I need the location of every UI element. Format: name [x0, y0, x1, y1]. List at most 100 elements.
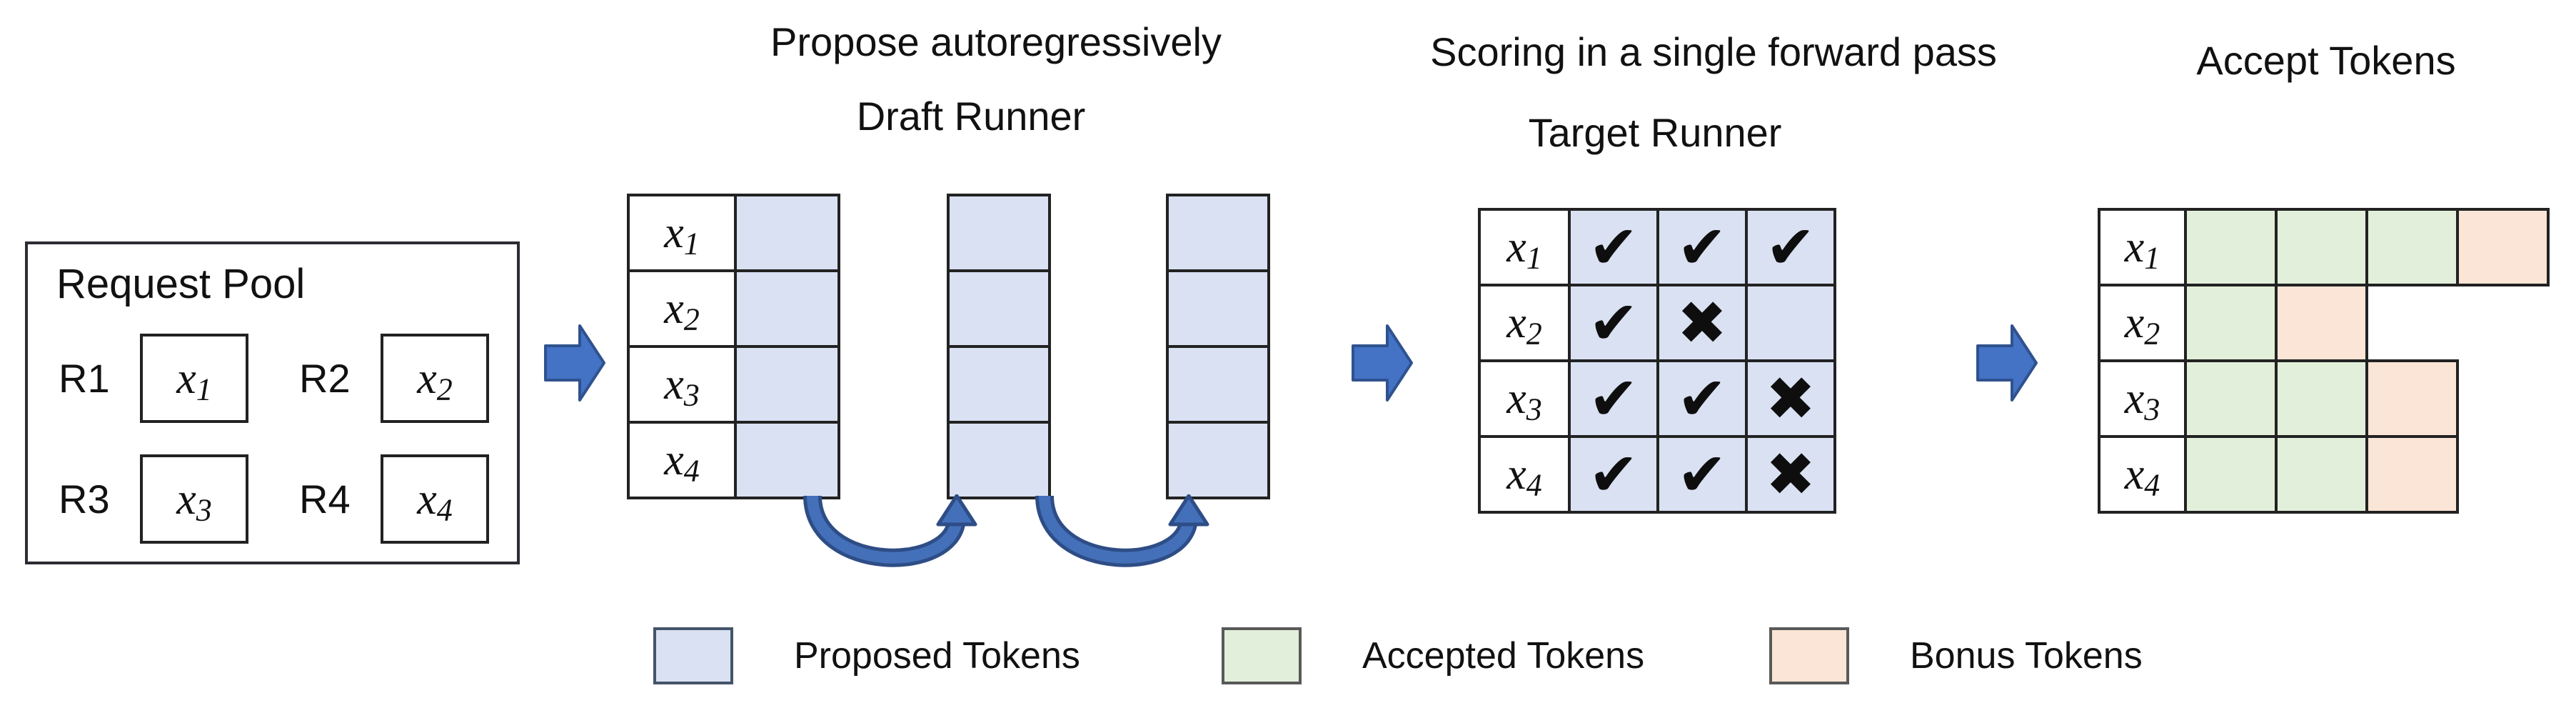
proposed-token-cell — [734, 421, 840, 499]
score-cell — [1745, 284, 1836, 362]
legend-item-accepted: Accepted Tokens — [1222, 627, 1644, 684]
accept-cell — [2456, 208, 2550, 286]
score-symbol: ✔ — [1676, 364, 1728, 434]
token-label: x1 — [176, 354, 212, 407]
proposed-swatch-icon — [653, 627, 733, 684]
accept-cell — [2184, 208, 2278, 286]
score-cell: ✖ — [1745, 359, 1836, 438]
title-accept-tokens: Accept Tokens — [2196, 38, 2456, 83]
proposed-token-cell — [1166, 345, 1270, 424]
request-id: R1 — [59, 356, 110, 401]
score-symbol: ✔ — [1676, 212, 1728, 282]
table-row: x3 ✔ ✔ ✖ — [1478, 359, 1836, 438]
token-box: x3 — [140, 454, 248, 544]
table-row: x3 — [2098, 359, 2550, 438]
table-row: x1 — [627, 194, 840, 272]
row-label-cell: x1 — [627, 194, 737, 272]
row-label-cell: x1 — [1478, 208, 1571, 286]
request-id: R2 — [299, 356, 351, 401]
score-symbol: ✔ — [1765, 212, 1816, 282]
accept-cell — [2365, 435, 2459, 514]
request-id: R4 — [299, 477, 351, 522]
table-row: x2 ✔ ✖ — [1478, 284, 1836, 362]
target-runner-table: x1 ✔ ✔ ✔ x2 ✔ ✖ x3 ✔ ✔ ✖ x4 ✔ ✔ ✖ — [1478, 208, 1836, 514]
legend-label: Accepted Tokens — [1362, 635, 1645, 677]
table-row: x4 — [627, 421, 840, 499]
token-label: x2 — [417, 354, 453, 407]
token-label: x3 — [176, 474, 212, 528]
draft-table-2 — [947, 194, 1051, 499]
score-cell: ✔ — [1656, 435, 1748, 514]
row-label-cell: x3 — [627, 345, 737, 424]
token-label: x4 — [417, 474, 453, 528]
row-label-cell: x4 — [2098, 435, 2187, 514]
accept-cell — [2275, 284, 2368, 362]
score-cell: ✖ — [1656, 284, 1748, 362]
proposed-token-cell — [1166, 194, 1270, 272]
legend-label: Bonus Tokens — [1910, 635, 2143, 677]
score-symbol: ✔ — [1588, 364, 1639, 434]
score-cell: ✔ — [1568, 208, 1659, 286]
legend-label: Proposed Tokens — [794, 635, 1080, 677]
table-row: x2 — [2098, 284, 2550, 362]
row-label-cell: x2 — [627, 269, 737, 348]
request-item: R1 x1 — [59, 334, 248, 423]
table-row: x4 ✔ ✔ ✖ — [1478, 435, 1836, 514]
accept-cell — [2365, 208, 2459, 286]
accept-cell — [2184, 284, 2278, 362]
accept-cell — [2275, 435, 2368, 514]
score-cell: ✔ — [1745, 208, 1836, 286]
accept-cell — [2275, 208, 2368, 286]
flow-arrow-icon — [1976, 324, 2038, 402]
proposed-token-cell — [947, 269, 1051, 348]
request-id: R3 — [59, 477, 110, 522]
draft-table-1: x1 x2 x3 x4 — [627, 194, 840, 499]
token-box: x2 — [381, 334, 489, 423]
request-item: R4 x4 — [299, 454, 489, 544]
proposed-token-cell — [1166, 269, 1270, 348]
score-cell: ✔ — [1568, 359, 1659, 438]
table-row: x3 — [627, 345, 840, 424]
accept-cell — [2184, 359, 2278, 438]
title-propose: Propose autoregressively — [770, 19, 1222, 64]
row-label-cell: x2 — [1478, 284, 1571, 362]
proposed-token-cell — [734, 269, 840, 348]
proposed-token-cell — [947, 421, 1051, 499]
accept-cell — [2275, 359, 2368, 438]
proposed-token-cell — [734, 194, 840, 272]
score-symbol: ✖ — [1765, 364, 1816, 434]
row-label-cell: x4 — [627, 421, 737, 499]
title-draft-runner: Draft Runner — [856, 94, 1086, 139]
table-row: x2 — [627, 269, 840, 348]
score-symbol: ✔ — [1676, 439, 1728, 509]
row-label-cell: x4 — [1478, 435, 1571, 514]
proposed-token-cell — [1166, 421, 1270, 499]
score-cell: ✔ — [1656, 359, 1748, 438]
legend-item-bonus: Bonus Tokens — [1769, 627, 2143, 684]
score-symbol: ✔ — [1588, 288, 1639, 358]
score-cell: ✖ — [1745, 435, 1836, 514]
token-box: x4 — [381, 454, 489, 544]
table-row: x1 — [2098, 208, 2550, 286]
bonus-swatch-icon — [1769, 627, 1849, 684]
flow-arrow-icon — [1352, 324, 1413, 402]
score-cell: ✔ — [1568, 284, 1659, 362]
row-label-cell: x2 — [2098, 284, 2187, 362]
score-symbol: ✔ — [1588, 212, 1639, 282]
token-box: x1 — [140, 334, 248, 423]
proposed-token-cell — [947, 345, 1051, 424]
table-row: x4 — [2098, 435, 2550, 514]
title-target-runner: Target Runner — [1528, 110, 1782, 155]
score-symbol: ✖ — [1765, 439, 1816, 509]
row-label-cell: x3 — [2098, 359, 2187, 438]
table-row: x1 ✔ ✔ ✔ — [1478, 208, 1836, 286]
row-label-cell: x3 — [1478, 359, 1571, 438]
request-item: R3 x3 — [59, 454, 248, 544]
request-item: R2 x2 — [299, 334, 489, 423]
accept-tokens-table: x1 x2 x3 x4 — [2098, 208, 2550, 514]
score-cell: ✔ — [1656, 208, 1748, 286]
score-symbol: ✔ — [1588, 439, 1639, 509]
accept-cell — [2365, 359, 2459, 438]
accepted-swatch-icon — [1222, 627, 1302, 684]
